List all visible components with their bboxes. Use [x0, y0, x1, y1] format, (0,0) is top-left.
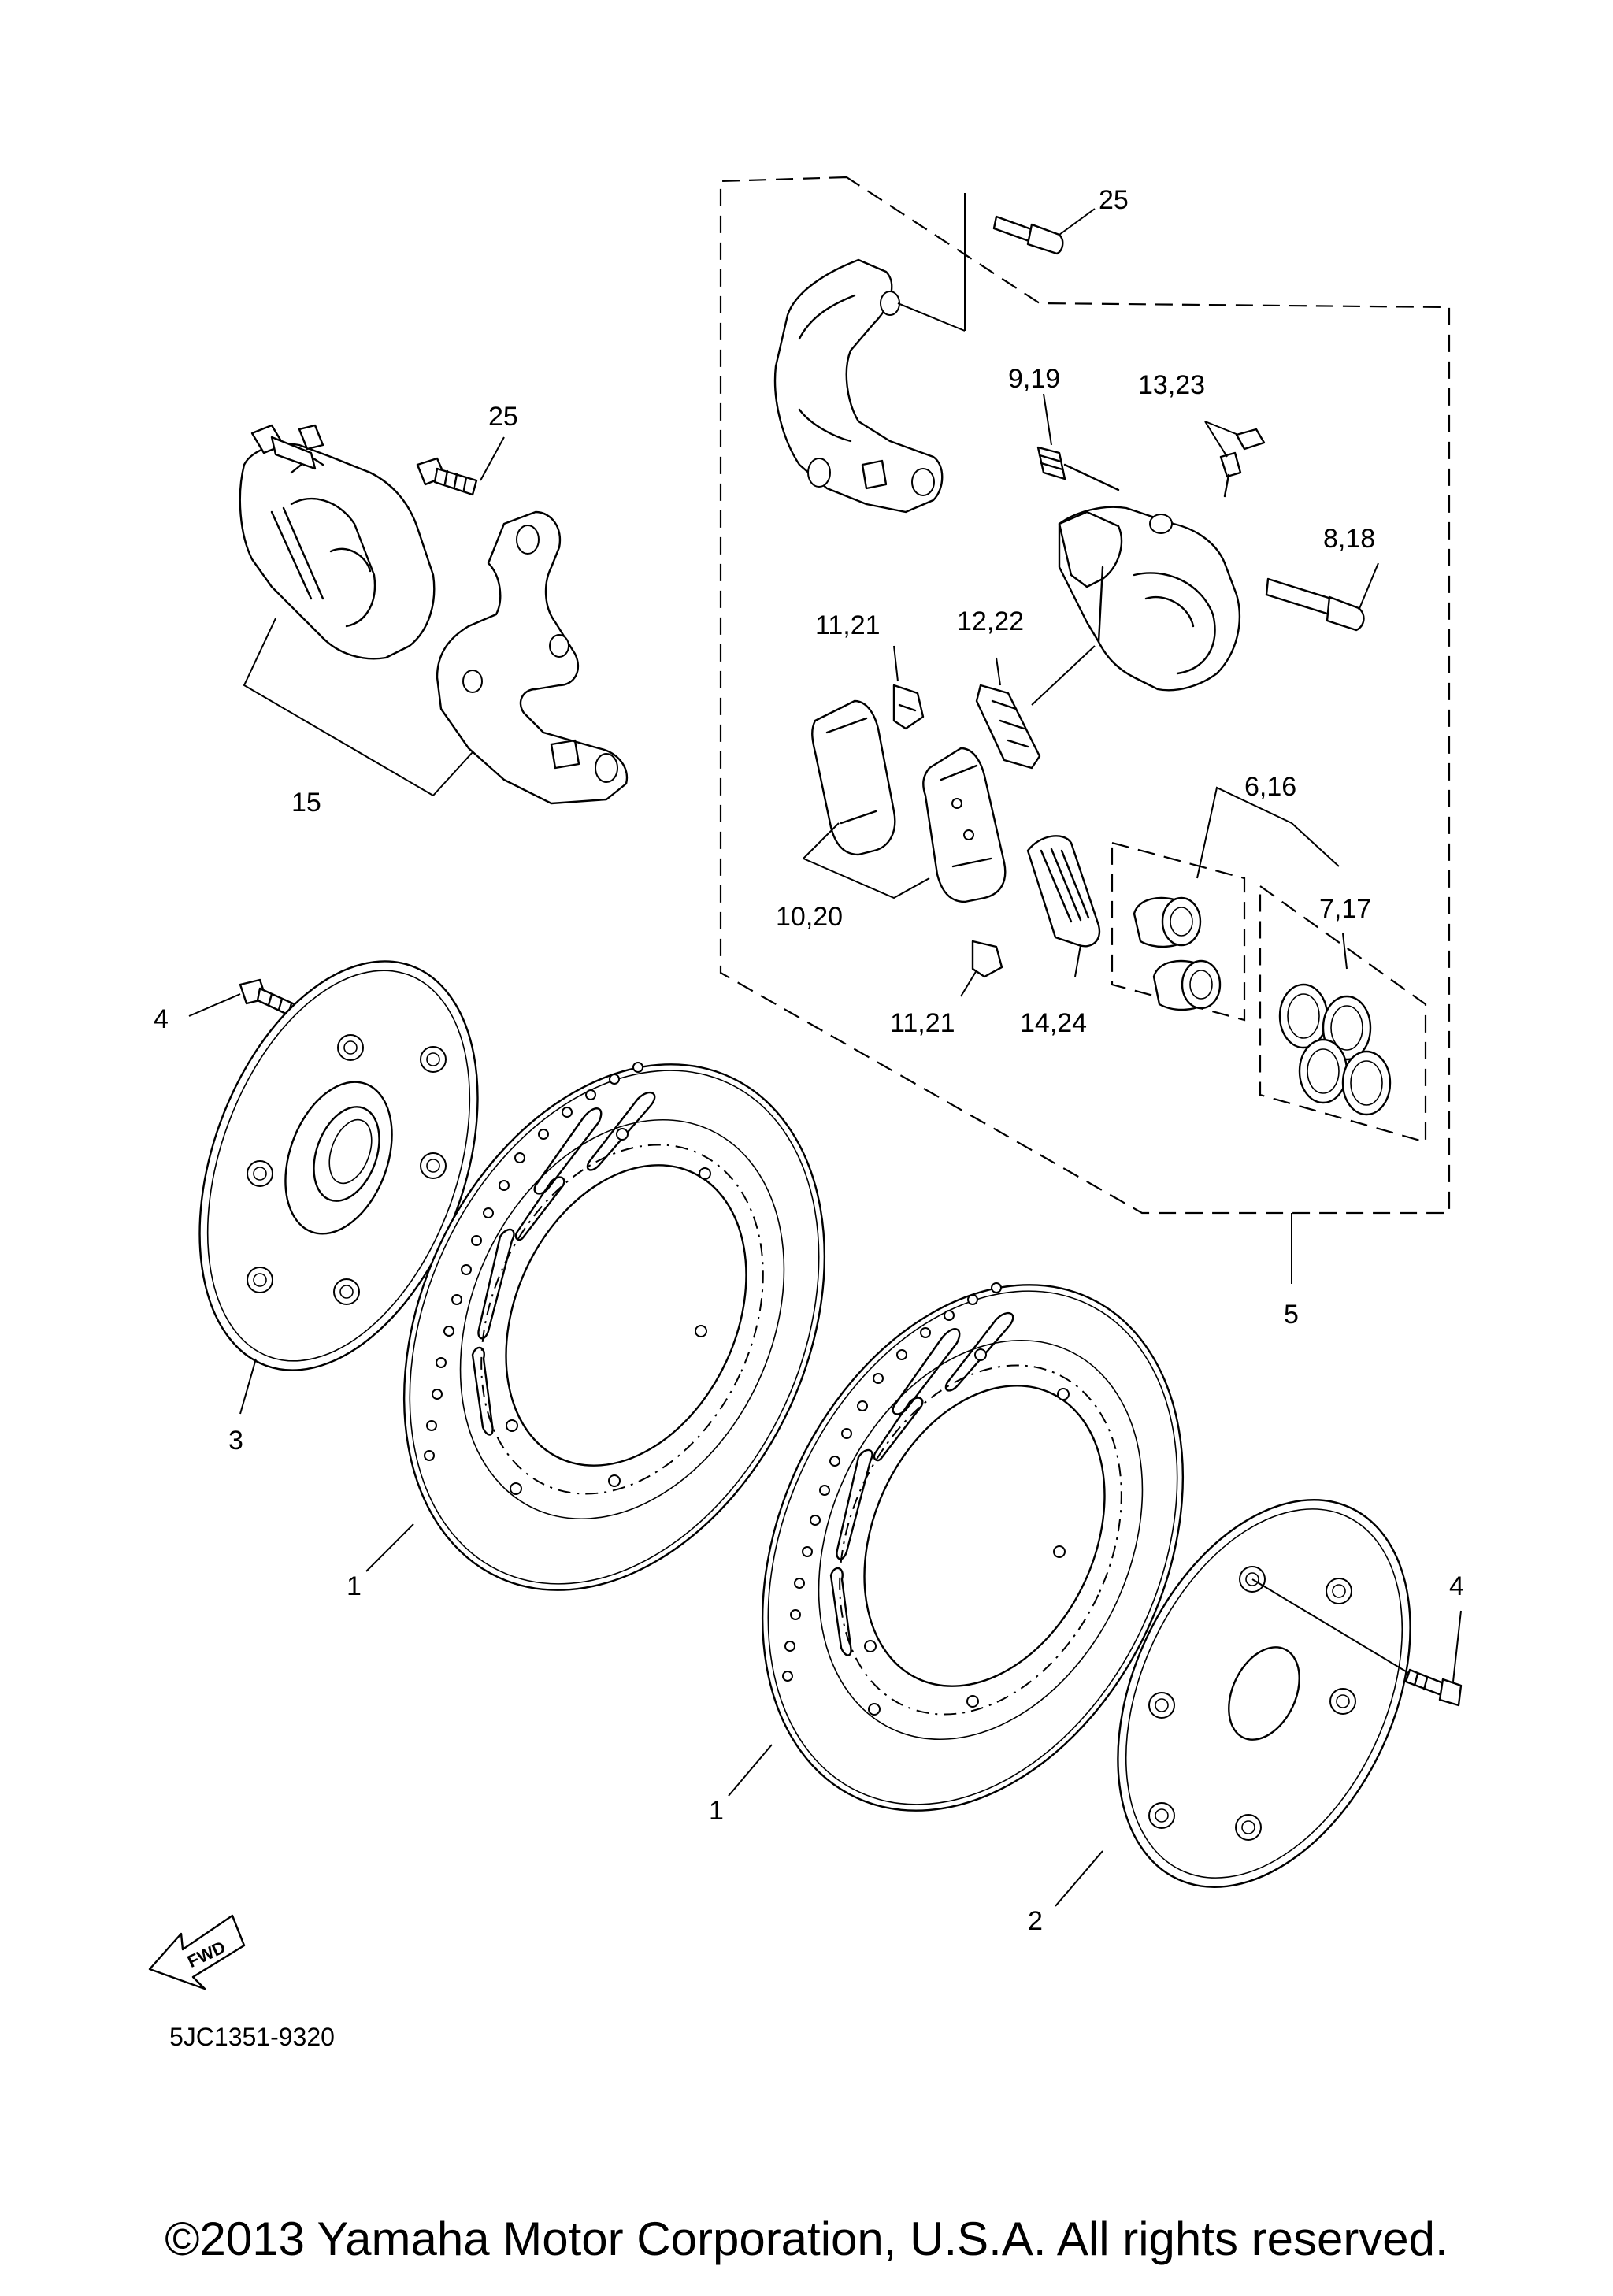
copyright-notice: ©2013 Yamaha Motor Corporation, U.S.A. A… [165, 2213, 1448, 2265]
callout-25-left: 25 [488, 402, 518, 432]
slide-pin-8-18 [1265, 562, 1379, 632]
callout-3: 3 [228, 1426, 243, 1456]
callout-14-24: 14,24 [1020, 1008, 1087, 1038]
disc-hub-plate-3 [198, 960, 479, 1415]
diagram-code: 5JC1351-9320 [169, 2023, 335, 2051]
caliper-bracket-left [436, 510, 629, 805]
callout-13-23: 13,23 [1138, 370, 1205, 400]
bolt-4-right [1404, 1610, 1463, 1707]
bolt-25-left [416, 436, 505, 496]
callout-4-left: 4 [154, 1004, 169, 1034]
brake-disc-1-right [728, 1282, 1185, 1812]
brake-pads-10-20 [803, 699, 1007, 903]
bolt-25-right [992, 208, 1096, 255]
pad-spring-12-22 [975, 645, 1096, 770]
callout-11-21-upper: 11,21 [815, 610, 881, 640]
callout-labels: 25 9,19 13,23 25 8,18 11,21 12,22 6,16 1… [154, 185, 1464, 1936]
bleed-screw-9-19 [1036, 393, 1120, 491]
callout-1-right: 1 [709, 1796, 724, 1826]
callout-10-20: 10,20 [776, 902, 843, 932]
callout-15: 15 [291, 788, 321, 818]
callout-8-18: 8,18 [1323, 524, 1375, 554]
caliper-assembly-15 [239, 424, 473, 796]
pistons-6-16 [1133, 786, 1292, 1011]
callout-25-right: 25 [1099, 185, 1129, 215]
pad-clip-11-21-lower [960, 940, 1003, 997]
pad-clip-11-21-upper [892, 645, 925, 730]
callout-4-right: 4 [1449, 1571, 1464, 1601]
callout-1-left: 1 [347, 1571, 362, 1601]
shim-14-24 [1026, 835, 1101, 977]
brake-disc-1-left [365, 1062, 826, 1591]
callout-12-22: 12,22 [957, 606, 1024, 636]
disc-hub-plate-2 [1055, 1499, 1411, 1907]
callout-11-21-lower: 11,21 [890, 1008, 955, 1038]
callout-7-17: 7,17 [1319, 894, 1371, 924]
caliper-bracket-right [773, 193, 966, 514]
callout-6-16: 6,16 [1244, 772, 1296, 802]
piston-seals-7-17 [1278, 822, 1392, 1116]
callout-9-19: 9,19 [1008, 364, 1060, 394]
callout-2: 2 [1028, 1906, 1043, 1936]
callout-5: 5 [1284, 1300, 1299, 1330]
cap-13-23 [1204, 421, 1266, 498]
fwd-arrow: FWD [148, 1914, 246, 1990]
caliper-body-right [1058, 506, 1241, 692]
